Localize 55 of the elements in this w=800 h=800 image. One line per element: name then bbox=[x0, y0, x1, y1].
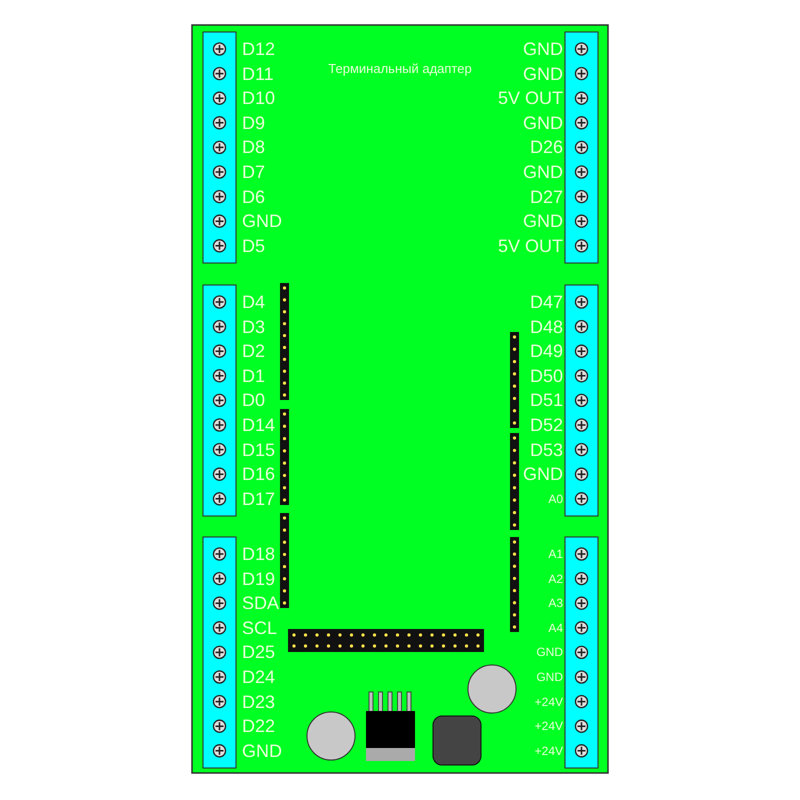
pin-label: D26 bbox=[530, 138, 563, 156]
pin-label: SCL bbox=[242, 618, 278, 637]
pin-label: D8 bbox=[242, 138, 266, 156]
pin-label: A4 bbox=[548, 622, 563, 634]
pin-label: 5V OUT bbox=[498, 89, 563, 108]
pin-label: A0 bbox=[548, 492, 563, 505]
pin-label: GND bbox=[536, 671, 563, 683]
pin-label: GND bbox=[242, 742, 282, 760]
pin-label: +24V bbox=[534, 696, 563, 708]
pin-label: SDA bbox=[242, 594, 280, 612]
pin-label: D52 bbox=[530, 416, 563, 434]
pin-label: D12 bbox=[242, 40, 276, 58]
pin-label: GND bbox=[523, 40, 563, 58]
pin-label: D0 bbox=[242, 391, 266, 410]
pin-label: GND bbox=[523, 465, 563, 484]
pin-label: D1 bbox=[242, 366, 266, 385]
pin-label: A2 bbox=[548, 572, 563, 585]
pin-label: A1 bbox=[548, 548, 563, 560]
pin-label: D15 bbox=[242, 440, 276, 459]
pin-label: D4 bbox=[242, 293, 266, 311]
pin-label: GND bbox=[523, 163, 563, 181]
pin-label: D5 bbox=[242, 236, 266, 255]
pin-label: D49 bbox=[530, 342, 563, 360]
pin-label: GND bbox=[536, 646, 563, 658]
pin-label: D51 bbox=[530, 391, 563, 410]
pin-label: GND bbox=[523, 212, 563, 230]
pin-label: D10 bbox=[242, 89, 276, 108]
pin-label: D7 bbox=[242, 163, 266, 181]
pin-label: D19 bbox=[242, 570, 276, 588]
pin-label: D25 bbox=[242, 643, 276, 662]
pin-label: GND bbox=[242, 212, 282, 230]
pin-label: D11 bbox=[242, 64, 274, 83]
board-title: Терминальный адаптер bbox=[328, 62, 472, 74]
pin-label: D3 bbox=[242, 318, 266, 336]
pin-label: D16 bbox=[242, 465, 276, 484]
pin-label: D2 bbox=[242, 342, 266, 360]
pin-label: D47 bbox=[530, 293, 563, 311]
pin-label: D24 bbox=[242, 668, 276, 686]
pin-label: D18 bbox=[242, 545, 276, 563]
pin-label: D14 bbox=[242, 416, 276, 434]
pin-label: D6 bbox=[242, 188, 266, 206]
pin-label: D22 bbox=[242, 717, 276, 736]
pin-label: D48 bbox=[530, 318, 563, 336]
pin-label: D27 bbox=[530, 188, 563, 206]
pin-label: +24V bbox=[534, 744, 563, 757]
pin-label: GND bbox=[523, 64, 563, 83]
pin-label: D9 bbox=[242, 114, 266, 132]
pin-label: D23 bbox=[242, 692, 276, 711]
pin-label: 5V OUT bbox=[498, 236, 563, 255]
pin-label: A3 bbox=[548, 597, 563, 610]
pin-label: D50 bbox=[530, 366, 563, 385]
pin-label: GND bbox=[523, 114, 563, 132]
pin-label: +24V bbox=[534, 720, 563, 732]
pin-label: D53 bbox=[530, 440, 563, 459]
pin-label: D17 bbox=[242, 490, 276, 508]
